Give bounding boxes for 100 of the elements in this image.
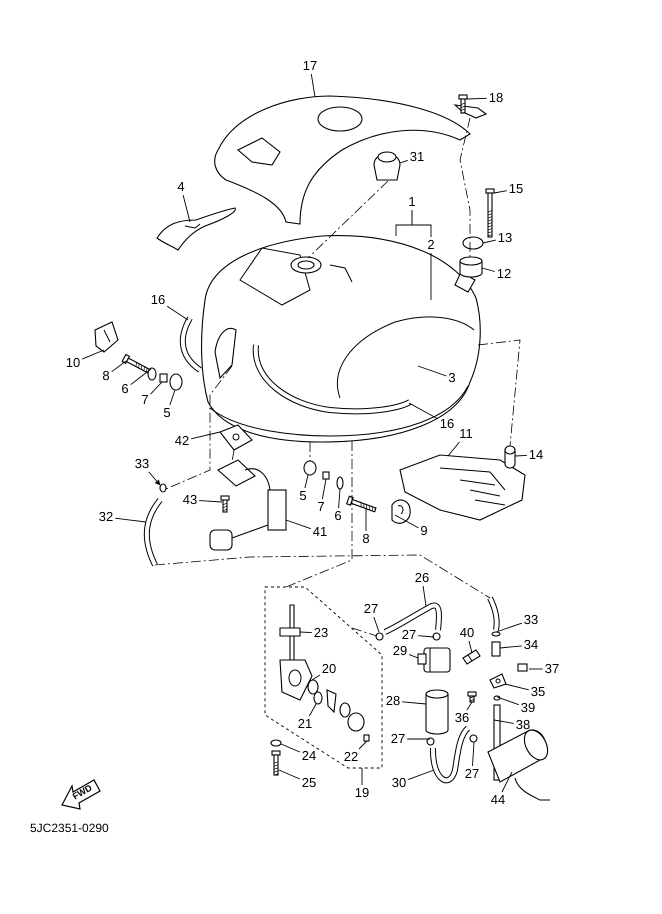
leader-line (310, 74, 316, 98)
leader-line (482, 240, 496, 244)
cap (391, 499, 411, 524)
damper (169, 373, 183, 391)
assembly-line (286, 440, 352, 588)
leader-line (308, 704, 316, 716)
leader-line (358, 740, 368, 750)
callout-number: 36 (454, 711, 470, 725)
callout-number: 37 (544, 662, 560, 676)
callout-number: 41 (312, 525, 328, 539)
assembly-line (166, 366, 232, 490)
leader-line (468, 640, 472, 654)
callout-number: 3 (447, 371, 457, 385)
callout-number: 30 (390, 776, 408, 790)
callout-number: 32 (98, 510, 114, 524)
callout-number: 5 (298, 489, 308, 503)
leader-line (286, 520, 312, 530)
assembly-line (232, 450, 234, 462)
leader-line (412, 210, 432, 238)
callout-number: 6 (120, 382, 130, 396)
callout-number: 10 (64, 356, 82, 370)
leader-line (514, 454, 528, 456)
callout-number: 14 (528, 448, 544, 462)
leader-line (114, 518, 146, 522)
leader-line (322, 478, 326, 500)
callout-number: 2 (426, 238, 436, 252)
leader-line (466, 702, 472, 710)
leader-line (448, 442, 460, 456)
direction-arrow: FWD (60, 779, 102, 811)
callout-number: 11 (458, 427, 474, 441)
callout-number: 44 (490, 793, 506, 807)
callout-number: 9 (419, 524, 429, 538)
bolt (271, 750, 281, 776)
leader-line (502, 772, 512, 792)
leader-line (408, 770, 434, 780)
leader-line (190, 432, 220, 440)
leader-line (338, 488, 340, 508)
bolt (485, 188, 495, 238)
leader-line (280, 744, 300, 752)
tank-cover (214, 95, 488, 225)
damper (459, 256, 483, 278)
screw (517, 663, 528, 672)
callout-number: 33 (522, 613, 540, 627)
leader-line (494, 720, 514, 724)
leader-line (472, 742, 474, 766)
filter-holder (417, 647, 451, 673)
leader-line (400, 160, 408, 164)
callout-number: 16 (438, 417, 456, 431)
callout-number: 15 (508, 182, 524, 196)
assembly-line (460, 118, 470, 258)
callout-number: 18 (488, 91, 504, 105)
leader-line (408, 654, 418, 658)
callout-number: 24 (300, 749, 318, 763)
assembly-line (154, 554, 490, 598)
assembly-line (308, 180, 388, 258)
callout-number: 20 (320, 662, 338, 676)
leader-line (182, 194, 190, 222)
leader-line (169, 390, 176, 406)
washer (336, 476, 344, 490)
callout-number: 7 (140, 393, 150, 407)
leader-line (500, 645, 522, 648)
leader-line (422, 586, 426, 606)
callout-number: 5 (162, 406, 172, 420)
leader-line (418, 366, 447, 376)
leader-line (496, 622, 522, 632)
callout-number: 19 (354, 786, 370, 800)
collar (322, 471, 330, 480)
leader-line (504, 684, 530, 690)
bolt (346, 496, 377, 512)
hose-clamp (375, 632, 384, 641)
leader-line (466, 98, 488, 100)
callout-number: 26 (414, 571, 430, 585)
hose-clamp (432, 632, 441, 641)
callout-number: 8 (101, 369, 111, 383)
washer (270, 739, 282, 747)
leader-line (198, 500, 222, 502)
leader-line (304, 474, 308, 488)
callout-number: 16 (150, 293, 166, 307)
damper (303, 460, 317, 476)
joint (491, 641, 501, 657)
callout-number: 40 (458, 626, 476, 640)
leader-line (528, 668, 544, 670)
callout-number: 7 (316, 500, 326, 514)
callout-number: 27 (390, 732, 406, 746)
leader-line (496, 696, 520, 706)
screw (467, 691, 477, 703)
leader-line (402, 701, 426, 704)
assembly-line (352, 628, 378, 636)
leader-line (418, 635, 434, 638)
leader-line (82, 350, 104, 360)
fuel-tank (201, 235, 481, 443)
joint (462, 649, 481, 665)
callout-number: 6 (333, 509, 343, 523)
hose (487, 596, 501, 637)
leader-line (130, 368, 152, 386)
rubber-pad (399, 454, 526, 521)
clip (159, 483, 167, 493)
callout-number: 4 (176, 180, 186, 194)
hose (180, 316, 202, 372)
callout-number: 17 (302, 59, 318, 73)
